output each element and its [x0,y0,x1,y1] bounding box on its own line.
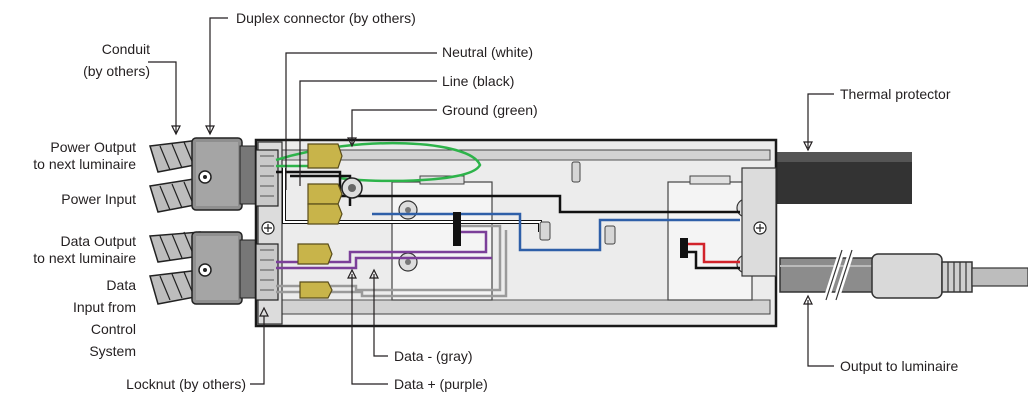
label-data-input-4: System [89,343,136,359]
inline-connectors [539,161,616,245]
ground-screw [341,177,363,199]
label-power-input: Power Input [61,191,136,207]
label-duplex-connector: Duplex connector (by others) [236,10,416,26]
wire-nuts [297,143,343,299]
locknuts [255,149,279,301]
label-conduit-1: Conduit [102,41,150,57]
output-cable [779,249,1028,301]
label-data-input-1: Data [106,277,136,293]
duplex-connector-power [191,137,261,211]
duplex-connector-data [191,231,261,305]
label-data-gray: Data - (gray) [394,348,473,364]
label-conduit-2: (by others) [83,63,150,79]
label-data-input-3: Control [91,321,136,337]
label-data-output-2: to next luminaire [33,250,136,266]
label-power-output-1: Power Output [50,139,136,155]
label-thermal-protector: Thermal protector [840,86,951,102]
labels: Duplex connector (by others) Conduit (by… [33,10,958,392]
leader-lines [148,17,834,385]
label-locknut: Locknut (by others) [126,376,246,392]
thermal-protector-tube [770,152,912,204]
label-neutral: Neutral (white) [442,44,533,60]
label-data-input-2: Input from [73,299,136,315]
label-line: Line (black) [442,73,514,89]
label-data-purple: Data + (purple) [394,376,488,392]
label-power-output-2: to next luminaire [33,156,136,172]
label-output-luminaire: Output to luminaire [840,358,958,374]
junction-box-housing [254,138,778,328]
label-ground: Ground (green) [442,102,538,118]
label-data-output-1: Data Output [61,233,137,249]
terminal-block [453,212,688,258]
conduit-data-output [149,231,201,263]
